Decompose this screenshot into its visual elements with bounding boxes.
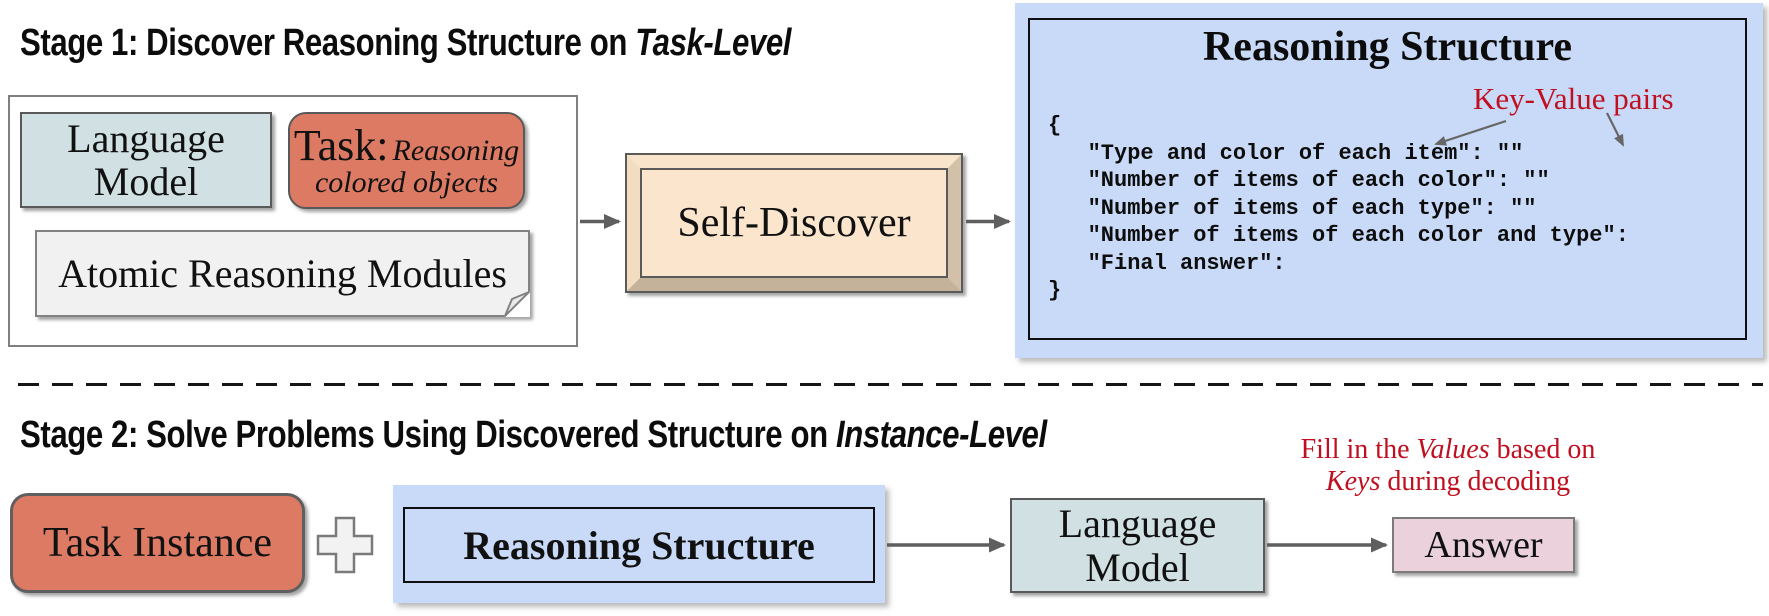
reasoning-structure-code: { "Type and color of each item": "" "Num… [1048, 112, 1629, 305]
stage1-title-emphasis: Task-Level [635, 22, 792, 64]
self-discover-label: Self-Discover [677, 200, 911, 246]
language-model-box-stage1: Language Model [20, 112, 272, 208]
task-instance-label: Task Instance [42, 520, 273, 566]
panel-title: Reasoning Structure [1202, 24, 1573, 70]
stage1-title: Stage 1: Discover Reasoning Structure on… [20, 22, 791, 65]
task-instance-box: Task Instance [10, 493, 305, 593]
answer-box: Answer [1392, 517, 1575, 573]
page-fold-icon [504, 291, 530, 317]
code-line: "Number of items of each color": "" [1048, 168, 1550, 193]
language-model-label-stage2: Language Model [1058, 501, 1217, 590]
self-discover-inner: Self-Discover [640, 168, 948, 278]
fill-values-annotation: Fill in the Values based on Keys during … [1300, 434, 1596, 497]
task-label-line1: Task: Reasoning [293, 120, 520, 170]
task-detail-line1: Reasoning [392, 133, 520, 167]
task-detail-line2: colored objects [314, 165, 498, 199]
code-line: "Number of items of each color and type"… [1048, 223, 1629, 248]
stage2-title-emphasis: Instance-Level [835, 414, 1047, 456]
code-line: "Number of items of each type": "" [1048, 195, 1537, 221]
panel-inner-border [1028, 18, 1747, 340]
reasoning-structure-panel: Reasoning Structure Key-Value pairs { "T… [1015, 3, 1763, 358]
task-box: Task: Reasoning colored objects [288, 112, 525, 209]
reasoning-structure-box-stage2: Reasoning Structure [393, 485, 885, 603]
reasoning-structure-label-stage2: Reasoning Structure [463, 522, 815, 568]
atomic-modules-label: Atomic Reasoning Modules [58, 251, 507, 296]
atomic-modules-box: Atomic Reasoning Modules [35, 230, 530, 317]
language-model-box-stage2: Language Model [1010, 498, 1265, 593]
stage2-title: Stage 2: Solve Problems Using Discovered… [20, 414, 1047, 457]
reasoning-structure-inner-stage2: Reasoning Structure [403, 507, 875, 583]
self-discover-bevel: Self-Discover [627, 155, 961, 291]
stage2-title-text: Stage 2: Solve Problems Using Discovered… [20, 414, 836, 456]
self-discover-box: Self-Discover [625, 153, 963, 293]
stage1-title-text: Stage 1: Discover Reasoning Structure on [20, 22, 636, 64]
code-line: "Final answer": [1048, 250, 1286, 276]
answer-label: Answer [1424, 524, 1543, 566]
plus-icon [316, 516, 374, 574]
language-model-label-stage1: Language Model [67, 115, 225, 204]
stage-divider [18, 383, 1763, 386]
code-line: "Type and color of each item": "" [1048, 140, 1524, 166]
task-prefix: Task: [293, 120, 389, 170]
code-line: } [1048, 278, 1062, 303]
code-line: { [1048, 113, 1062, 138]
key-value-annotation: Key-Value pairs [1473, 81, 1674, 116]
